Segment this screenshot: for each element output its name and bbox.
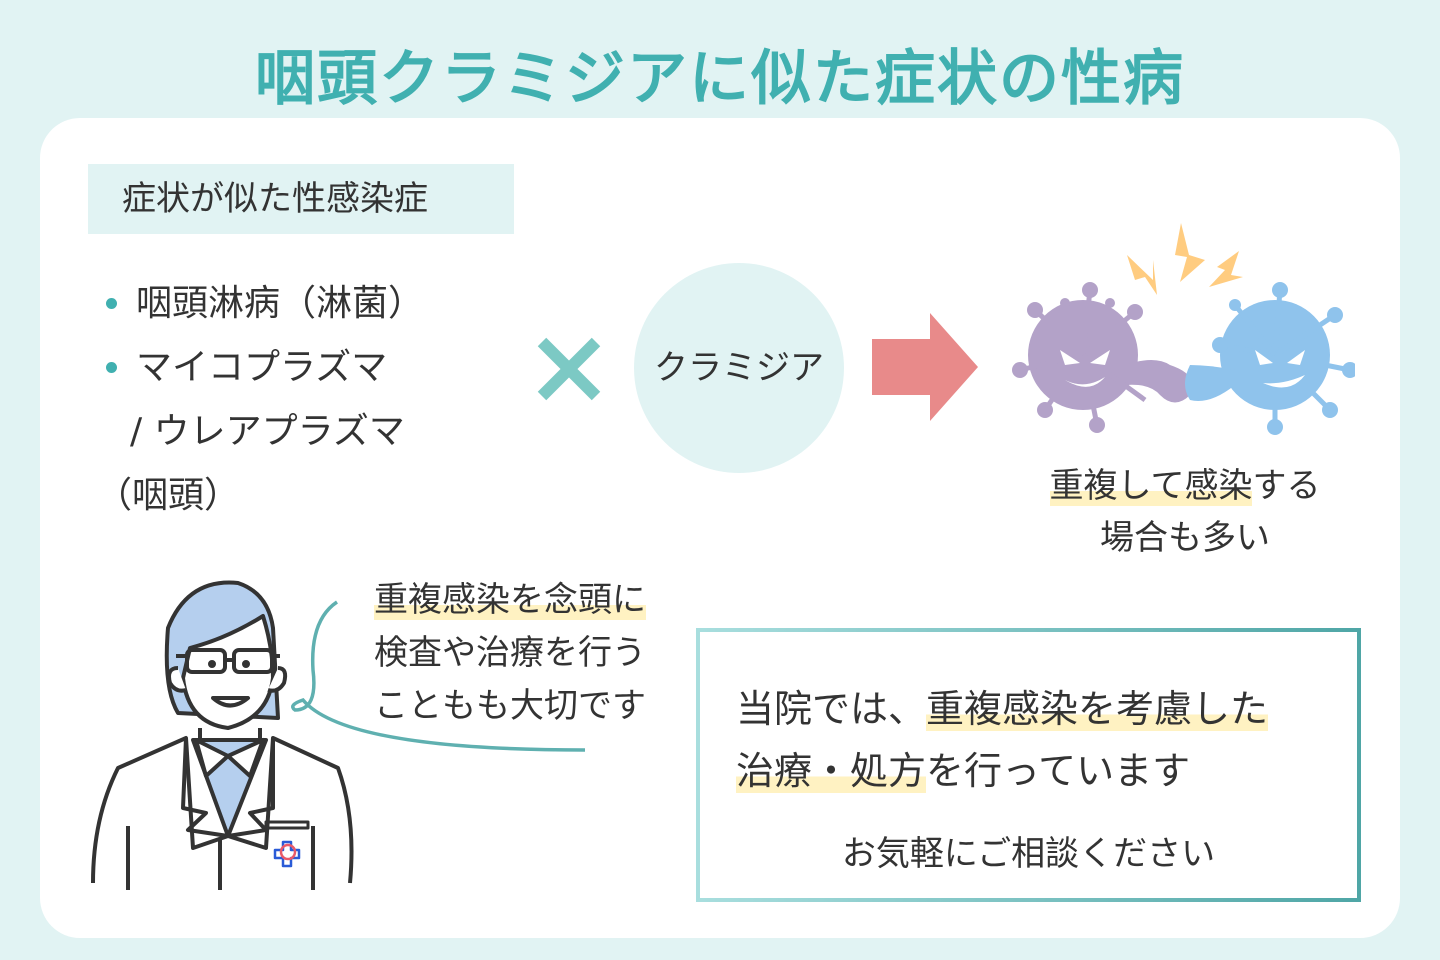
box-text: を行っています (926, 749, 1191, 793)
list-item-sub: / ウレアプラズマ (130, 411, 405, 452)
box-highlight: 重複感染を考慮した (926, 687, 1269, 731)
page-title: 咽頭クラミジアに似た症状の性病 (255, 44, 1185, 114)
doctor-speech: 重複感染を念頭に 検査や治療を行う こともも大切です (340, 574, 680, 733)
virus-illustration (1012, 223, 1355, 435)
caption-highlight: 重複して感染 (1049, 466, 1253, 506)
lightning-icon (1127, 223, 1243, 295)
speech-highlight: 重複感染を念頭に (374, 580, 646, 620)
list-item: マイコプラズマ (106, 336, 424, 400)
multiply-icon (537, 337, 601, 401)
disease-list: 咽頭淋病（淋菌） マイコプラズマ / ウレアプラズマ （咽頭） (96, 272, 424, 528)
speech-line (291, 600, 586, 752)
speech-line3: こともも大切です (374, 686, 646, 726)
list-item: 咽頭淋病（淋菌） (106, 272, 424, 336)
box-highlight: 治療・処方 (736, 749, 927, 793)
arrow-right-icon (872, 313, 978, 421)
chlamydia-circle: クラミジア (634, 263, 844, 473)
speech-line2: 検査や治療を行う (374, 633, 646, 673)
section-label: 症状が似た性感染症 (88, 164, 514, 234)
virus-blue-icon (1185, 282, 1355, 435)
list-item-sub2: （咽頭） (96, 475, 241, 516)
caption-text: する (1252, 466, 1321, 506)
virus-purple-icon (1012, 282, 1193, 433)
doctor-illustration (91, 580, 354, 890)
overlap-caption: 重複して感染する 場合も多い (1000, 460, 1370, 564)
clinic-message-box: 当院では、重複感染を考慮した 治療・処方を行っています お気軽にご相談ください (696, 628, 1361, 902)
box-footer: お気軽にご相談ください (841, 834, 1216, 874)
caption-line2: 場合も多い (1100, 518, 1270, 558)
box-text: 当院では、 (736, 687, 927, 731)
